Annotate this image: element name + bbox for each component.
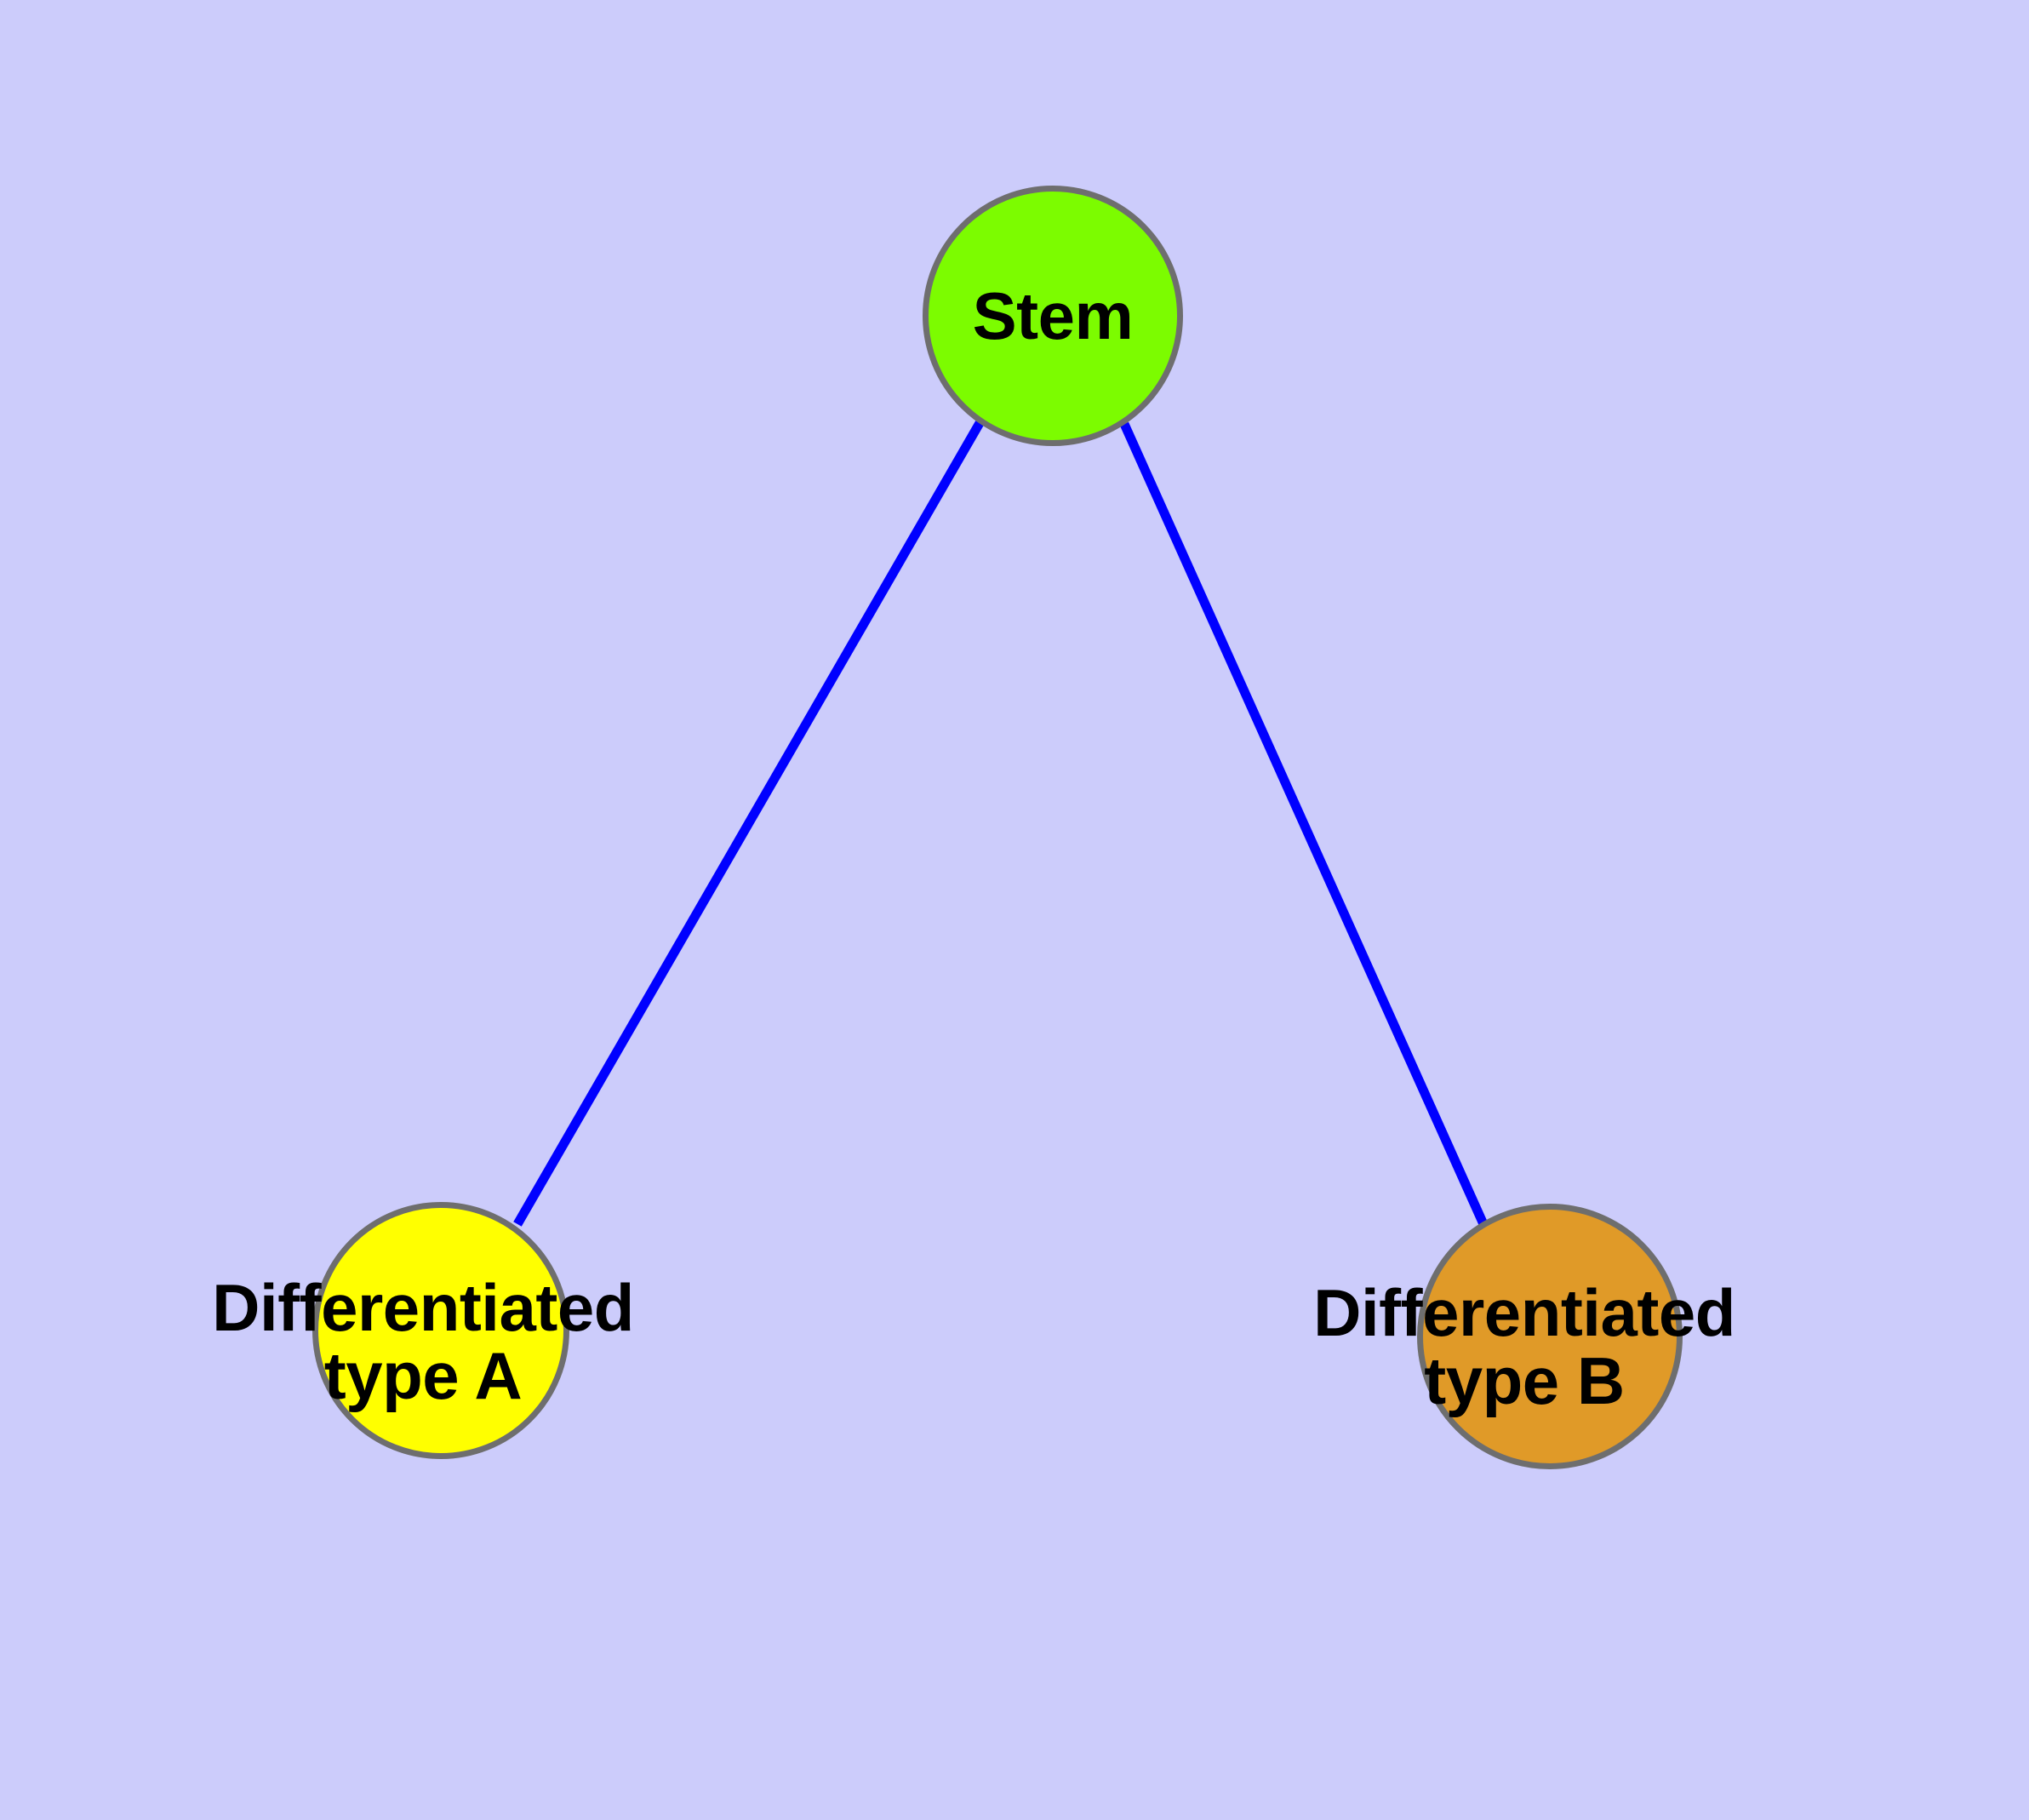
edge-stem-to-diff-a (513, 421, 984, 1227)
node-label-differentiated-type-b: Differentiated type B (1313, 1275, 1735, 1418)
node-stem[interactable] (923, 186, 1183, 446)
node-differentiated-type-a[interactable] (312, 1202, 569, 1459)
node-label-differentiated-type-a: Differentiated type A (212, 1270, 634, 1413)
node-differentiated-type-b[interactable] (1417, 1204, 1683, 1469)
edge-stem-to-diff-b (1119, 421, 1489, 1227)
